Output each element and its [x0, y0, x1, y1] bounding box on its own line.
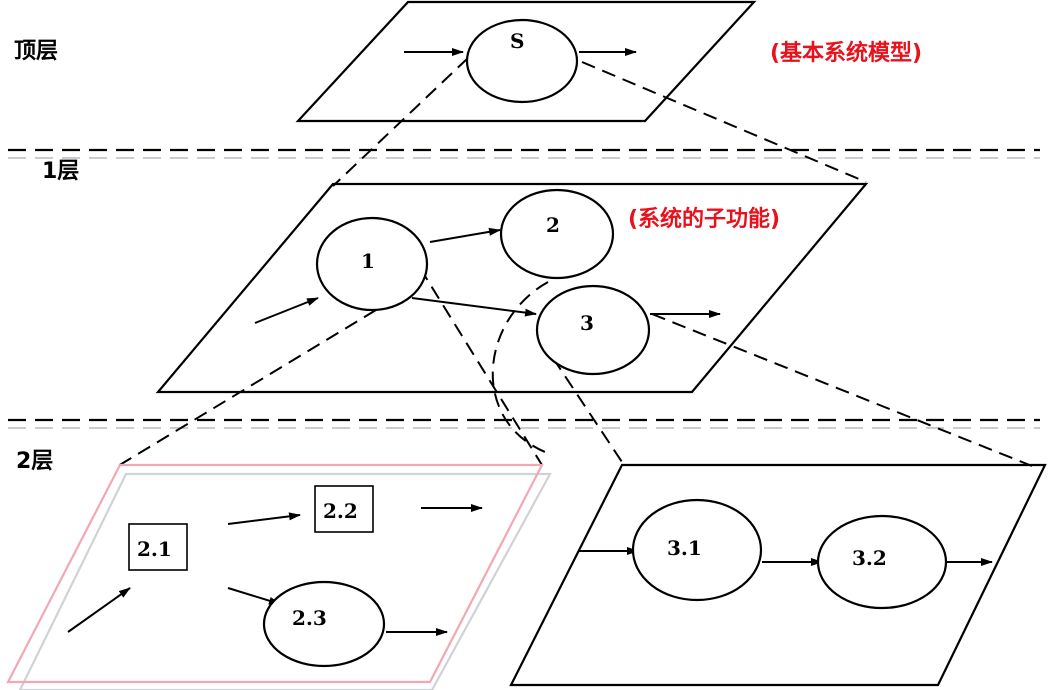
- arrow-1-to-2: [429, 227, 501, 243]
- plane-top: [295, 0, 757, 123]
- process-3: [535, 284, 651, 376]
- plane-level2-left-shadow: [18, 472, 552, 690]
- plane-level1: [155, 182, 869, 394]
- arrow-into-1: [254, 297, 319, 324]
- process-3-1-label: 3.1: [667, 536, 702, 560]
- layer-label-level2: 2层: [16, 449, 53, 474]
- plane-level2-left: [6, 463, 544, 684]
- separator-level1-level2: [8, 418, 1040, 429]
- layer-label-top: 顶层: [14, 39, 58, 64]
- process-2-1: [128, 523, 188, 571]
- process-3-2: [816, 514, 948, 610]
- process-2: [499, 188, 615, 280]
- process-2-label: 2: [546, 213, 560, 237]
- process-s: [465, 18, 579, 104]
- process-2-3-label: 2.3: [292, 606, 327, 630]
- process-3-label: 3: [580, 311, 594, 335]
- process-1-label: 1: [361, 249, 375, 273]
- process-2-1-label: 2.1: [137, 537, 172, 561]
- process-2-3: [262, 580, 386, 668]
- separator-top-level1: [8, 148, 1040, 159]
- layer-label-level1: 1层: [42, 159, 79, 184]
- process-3-2-label: 3.2: [852, 546, 887, 570]
- process-2-2-label: 2.2: [323, 499, 358, 523]
- annotation-subfunctions: (系统的子功能): [628, 206, 780, 232]
- arrow-2-1-to-2-3: [227, 587, 281, 605]
- plane-level2-right: [509, 463, 1047, 687]
- process-s-label: S: [510, 29, 524, 53]
- process-3-1: [631, 498, 763, 602]
- arrow-2-1-to-2-2: [227, 512, 301, 525]
- process-1: [315, 216, 429, 312]
- arrow-1-to-3: [411, 297, 537, 317]
- process-2-2: [314, 485, 374, 533]
- annotation-basic-model: (基本系统模型): [770, 40, 922, 66]
- arrow-into-2-1: [67, 587, 131, 633]
